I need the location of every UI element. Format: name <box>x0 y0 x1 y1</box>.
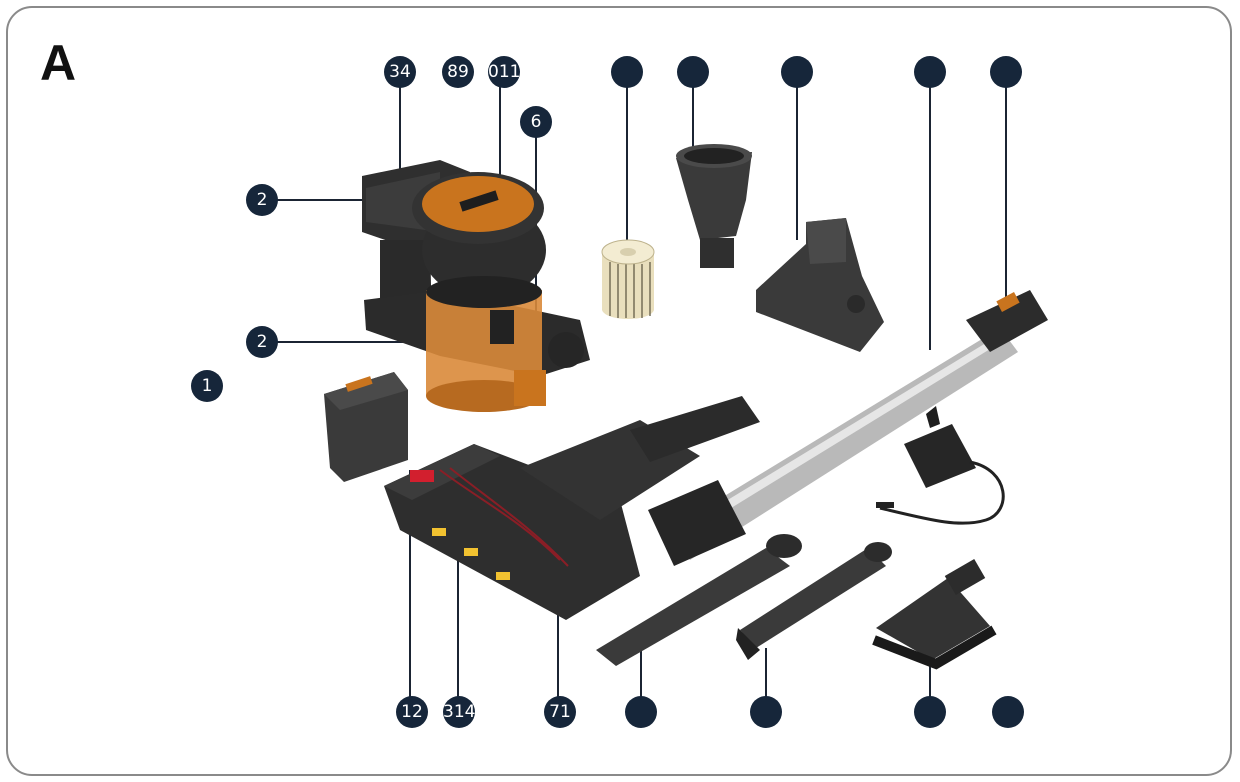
callout-marker: 34 <box>384 56 416 88</box>
main-unit <box>362 160 590 412</box>
callout-marker-unlabeled <box>750 696 782 728</box>
battery-pack <box>324 372 408 482</box>
callout-marker: 2 <box>246 326 278 358</box>
charger <box>876 406 1005 525</box>
callout-marker: 6 <box>520 106 552 138</box>
panel-letter: A <box>40 35 77 91</box>
callout-marker-unlabeled <box>625 696 657 728</box>
hepa-filter <box>601 239 655 319</box>
callout-marker-unlabeled <box>611 56 643 88</box>
callout-marker: 1 <box>191 370 223 402</box>
callout-marker-unlabeled <box>992 696 1024 728</box>
callout-marker-unlabeled <box>990 56 1022 88</box>
floor-brush <box>384 396 760 620</box>
callout-marker-unlabeled <box>914 696 946 728</box>
callout-marker-unlabeled <box>677 56 709 88</box>
extension-tube <box>648 290 1048 566</box>
callout-marker: 89 <box>442 56 474 88</box>
callout-marker-unlabeled <box>781 56 813 88</box>
cyclone-separator <box>676 144 752 268</box>
callout-marker: 71 <box>544 696 576 728</box>
crevice-tool <box>596 534 802 666</box>
callout-marker-unlabeled <box>914 56 946 88</box>
callout-marker: 011 <box>488 56 520 88</box>
callout-marker: 314 <box>443 696 475 728</box>
wall-mount <box>756 218 884 352</box>
callout-marker: 12 <box>396 696 428 728</box>
callout-marker: 2 <box>246 184 278 216</box>
upholstery-tool <box>872 558 997 670</box>
dusting-brush <box>736 542 892 660</box>
